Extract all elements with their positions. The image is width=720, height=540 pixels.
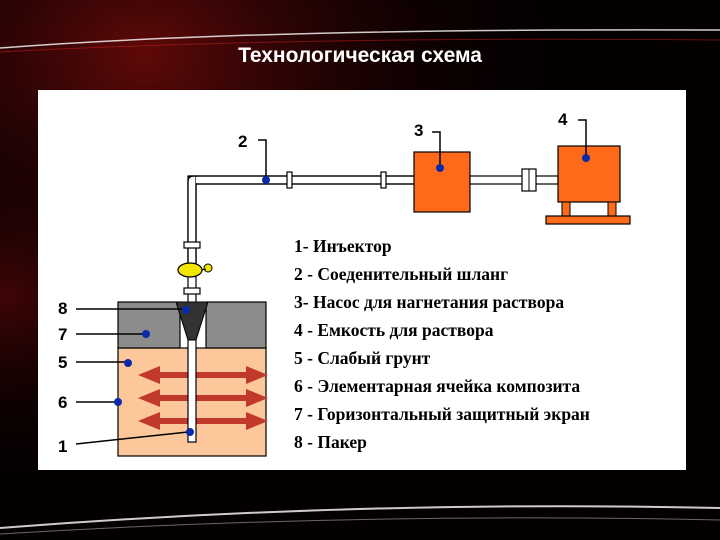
screen-block-right — [205, 301, 267, 349]
tank-leg-left — [561, 201, 571, 217]
tank-base — [545, 215, 631, 225]
callout-6: 6 — [58, 393, 67, 412]
slide-title: Технологическая схема — [238, 44, 482, 67]
process-diagram: 1 2 3 4 5 6 7 8 1- Инъектор 2 - Соеденит… — [58, 110, 631, 457]
callout-leaders — [75, 119, 587, 445]
legend-item-3: 3- Насос для нагнетания раствора — [294, 292, 564, 312]
pump — [413, 151, 471, 213]
legend-item-2: 2 - Соеденительный шланг — [294, 264, 508, 284]
valve — [177, 262, 203, 278]
composite-arrows — [138, 366, 268, 430]
legend-item-6: 6 - Элементарная ячейка композита — [294, 376, 580, 396]
hose-coupling-1 — [286, 171, 293, 189]
legend-item-4: 4 - Емкость для раствора — [294, 320, 494, 340]
callout-dots — [114, 154, 590, 436]
diagram-panel: 1 2 3 4 5 6 7 8 1- Инъектор 2 - Соеденит… — [38, 90, 686, 470]
callout-1: 1 — [58, 437, 67, 456]
callout-3: 3 — [414, 121, 423, 140]
legend-item-5: 5 - Слабый грунт — [294, 348, 431, 368]
legend-item-1: 1- Инъектор — [294, 236, 392, 256]
callout-7: 7 — [58, 325, 67, 344]
hose-coupling-2 — [380, 171, 387, 189]
legend-item-7: 7 - Горизонтальный защитный экран — [294, 404, 590, 424]
connecting-hose — [187, 175, 197, 273]
vertical-coupling-2 — [183, 287, 201, 295]
callout-2: 2 — [238, 132, 247, 151]
callout-8: 8 — [58, 299, 67, 318]
tank-leg-right — [607, 201, 617, 217]
callout-5: 5 — [58, 353, 67, 372]
callout-4: 4 — [558, 110, 568, 129]
legend-item-8: 8 - Пакер — [294, 432, 367, 452]
tank — [557, 145, 621, 203]
legend: 1- Инъектор 2 - Соеденительный шланг 3- … — [294, 236, 590, 452]
vertical-coupling-1 — [183, 241, 201, 249]
packer — [175, 301, 209, 341]
